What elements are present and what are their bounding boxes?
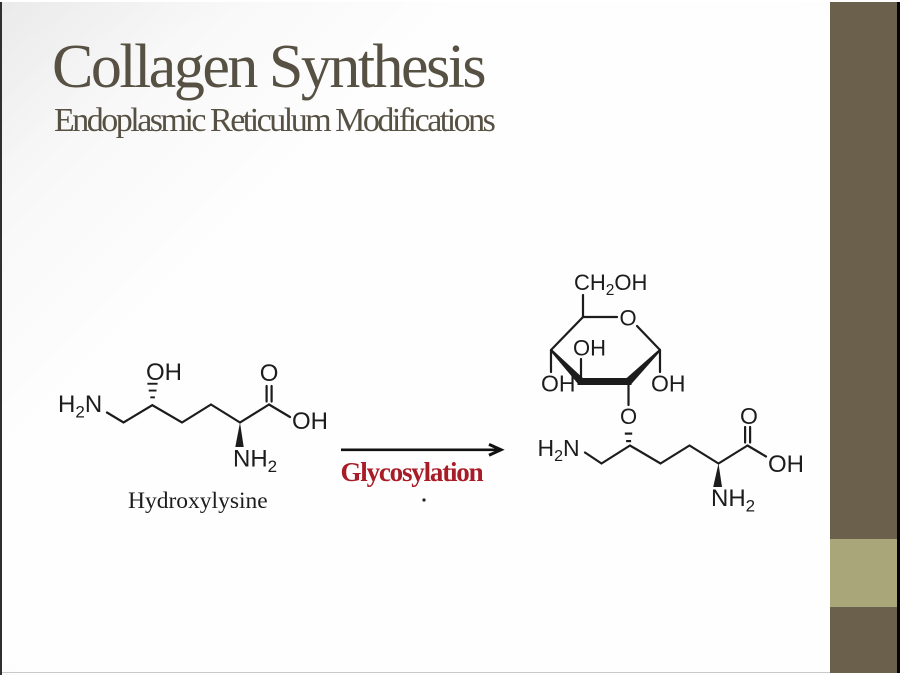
svg-text:OH: OH (573, 336, 606, 361)
svg-text:O: O (620, 306, 637, 331)
svg-text:H2N: H2N (58, 391, 102, 422)
svg-text:OH: OH (292, 408, 328, 435)
svg-text:Glycosylation: Glycosylation (341, 457, 484, 487)
svg-text:CH2OH: CH2OH (574, 270, 647, 299)
svg-text:Hydroxylysine: Hydroxylysine (128, 488, 268, 514)
svg-text:O: O (260, 360, 279, 387)
svg-text:OH: OH (146, 359, 182, 386)
svg-text:OH: OH (541, 371, 576, 397)
svg-text:NH2: NH2 (233, 446, 277, 477)
svg-text:NH2: NH2 (711, 485, 755, 515)
svg-text:OH: OH (768, 451, 804, 478)
svg-text:OH: OH (651, 371, 686, 397)
svg-text:H2N: H2N (538, 435, 580, 465)
svg-text:O: O (620, 404, 637, 429)
svg-text:O: O (740, 403, 758, 429)
